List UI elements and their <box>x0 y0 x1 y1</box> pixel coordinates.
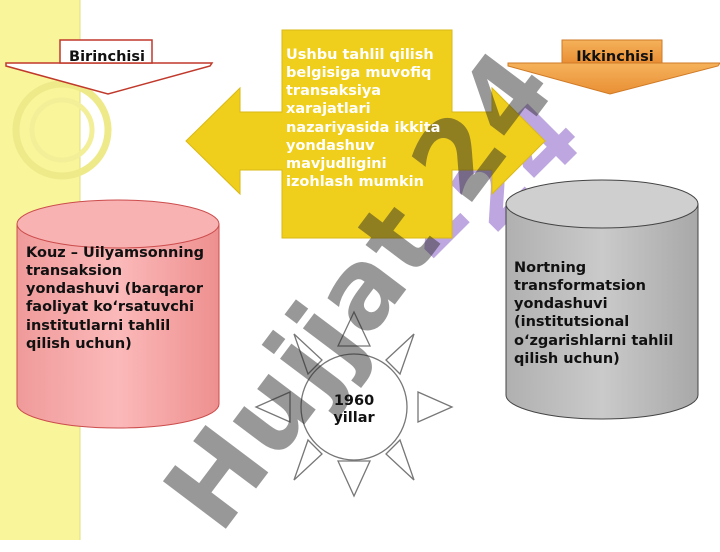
sun-shape <box>254 310 454 498</box>
label-arrow-right <box>507 62 720 95</box>
side-band-ring-inner <box>29 97 95 163</box>
label-arrow-left <box>5 62 214 95</box>
sun-period: yillar <box>333 409 375 426</box>
diagram-canvas: 24 2 <box>0 0 720 540</box>
label-box-left <box>59 39 153 64</box>
cylinder-right <box>505 179 699 420</box>
double-arrow <box>185 29 546 239</box>
label-box-right <box>561 39 663 64</box>
right-cylinder-text: Nortning transformatsion yondashuvi (ins… <box>514 260 674 367</box>
sun-label: 1960 yillar <box>312 393 396 426</box>
center-description: Ushbu tahlil qilish belgisiga muvofiq tr… <box>286 47 441 190</box>
side-band-ring <box>12 80 112 180</box>
label-second: Ikkinchisi <box>576 49 654 65</box>
sun-year: 1960 <box>333 393 375 409</box>
cylinder-left <box>16 199 220 429</box>
label-first: Birinchisi <box>69 49 145 65</box>
left-cylinder-text: Kouz – Uilyamsonning transaksion yondash… <box>26 245 205 352</box>
